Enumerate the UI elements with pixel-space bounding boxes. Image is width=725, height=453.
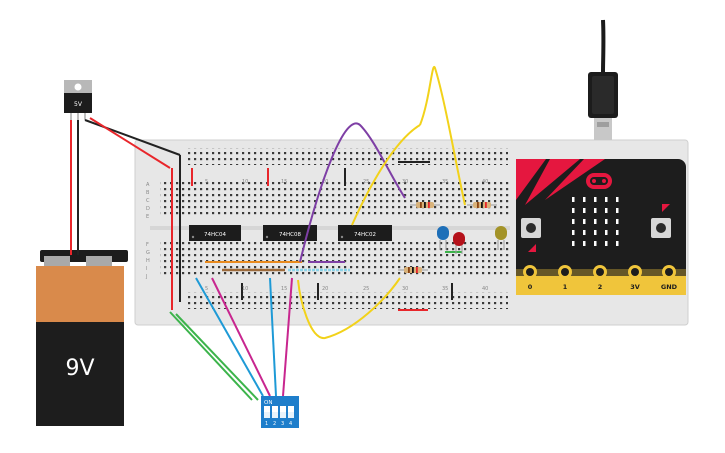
- regulator-label: 5V: [74, 101, 83, 108]
- led-matrix: [572, 197, 619, 246]
- ic-74hc08[interactable]: 74HC08: [263, 225, 317, 241]
- wire-yellow: [419, 66, 466, 206]
- row-letter: E: [146, 214, 149, 220]
- resistor[interactable]: [467, 202, 497, 208]
- ic-74hc04[interactable]: 74HC04: [189, 225, 241, 241]
- wire-black: [84, 119, 181, 156]
- led-blue[interactable]: [437, 226, 449, 250]
- pin-label: 0: [528, 283, 533, 291]
- wires: [70, 66, 466, 401]
- row-letter: B: [146, 190, 150, 196]
- battery-9v[interactable]: 9V: [36, 250, 128, 426]
- column-number: 5: [205, 179, 208, 185]
- column-number: 10: [242, 286, 248, 292]
- chip-label: 74HC04: [204, 232, 226, 238]
- edge-pin-0[interactable]: 0: [523, 265, 537, 291]
- edge-pin-1[interactable]: 1: [558, 265, 572, 291]
- dip-toggle-3[interactable]: [280, 406, 286, 418]
- wire-magenta: [282, 277, 293, 397]
- column-number: 15: [281, 179, 287, 185]
- row-letter: G: [146, 250, 150, 256]
- button-b[interactable]: [651, 218, 671, 238]
- wire-green: [175, 313, 259, 401]
- dip-number: 1: [265, 421, 268, 427]
- column-number: 20: [322, 179, 328, 185]
- led-yellow[interactable]: [495, 226, 507, 250]
- pin-label: 1: [563, 283, 568, 291]
- dip-on-label: ON: [264, 400, 272, 406]
- wire-yellow: [297, 277, 401, 339]
- button-b-icon: [662, 204, 670, 212]
- row-letter: C: [146, 198, 150, 204]
- column-number: 30: [402, 179, 408, 185]
- column-numbers-top: 5 10 15 20 25 30 35 40: [205, 179, 488, 185]
- dip-toggle-4[interactable]: [288, 406, 294, 418]
- column-number: 35: [442, 286, 448, 292]
- dip-toggle-2[interactable]: [272, 406, 278, 418]
- chip-label: 74HC02: [354, 232, 376, 238]
- wire-blue: [195, 277, 264, 397]
- dip-toggle-1[interactable]: [264, 406, 270, 418]
- row-letter: A: [146, 182, 150, 188]
- dip-number: 4: [289, 421, 292, 427]
- dip-switch[interactable]: ON 1 2 3 4: [261, 396, 299, 428]
- row-letter: D: [146, 206, 150, 212]
- wire-blue: [269, 277, 277, 397]
- row-letters: A B C D E F G H I J: [145, 182, 150, 280]
- wire-magenta: [211, 277, 271, 397]
- wire-purple: [299, 122, 406, 263]
- column-number: 40: [482, 286, 488, 292]
- column-number: 15: [281, 286, 287, 292]
- edge-pin-gnd[interactable]: GND: [661, 265, 678, 291]
- column-number: 5: [205, 286, 208, 292]
- column-number: 35: [442, 179, 448, 185]
- row-letter: F: [146, 242, 149, 248]
- microbit: 0 1 2 3V GND: [516, 159, 686, 295]
- resistor[interactable]: [398, 267, 428, 273]
- row-letter: I: [146, 266, 147, 272]
- button-a-icon: [528, 244, 536, 252]
- bridge-wires: [205, 261, 350, 272]
- column-number: 30: [402, 286, 408, 292]
- column-numbers-bottom: 5 10 15 20 25 30 35 40: [205, 286, 488, 292]
- dip-number: 2: [273, 421, 276, 427]
- wire-green: [169, 311, 253, 401]
- pin-label: GND: [661, 283, 678, 291]
- chip-label: 74HC08: [279, 232, 301, 238]
- voltage-regulator[interactable]: 5V: [64, 80, 92, 120]
- row-letter: H: [146, 258, 150, 264]
- ic-74hc02[interactable]: 74HC02: [338, 225, 392, 241]
- usb-cable: [588, 19, 618, 140]
- column-number: 20: [322, 286, 328, 292]
- row-letter: J: [145, 274, 147, 280]
- wire-red: [89, 117, 171, 169]
- column-number: 25: [363, 286, 369, 292]
- column-number: 10: [242, 179, 248, 185]
- led-red[interactable]: [453, 232, 465, 254]
- column-number: 40: [482, 179, 488, 185]
- resistor[interactable]: [410, 202, 440, 208]
- edge-pin-3v[interactable]: 3V: [628, 265, 642, 291]
- column-number: 25: [363, 179, 369, 185]
- wire-yellow: [351, 124, 421, 226]
- dip-number: 3: [281, 421, 284, 427]
- pin-label: 2: [598, 283, 603, 291]
- button-a[interactable]: [521, 218, 541, 238]
- battery-label: 9V: [65, 356, 94, 381]
- edge-pin-2[interactable]: 2: [593, 265, 607, 291]
- pin-label: 3V: [630, 283, 640, 291]
